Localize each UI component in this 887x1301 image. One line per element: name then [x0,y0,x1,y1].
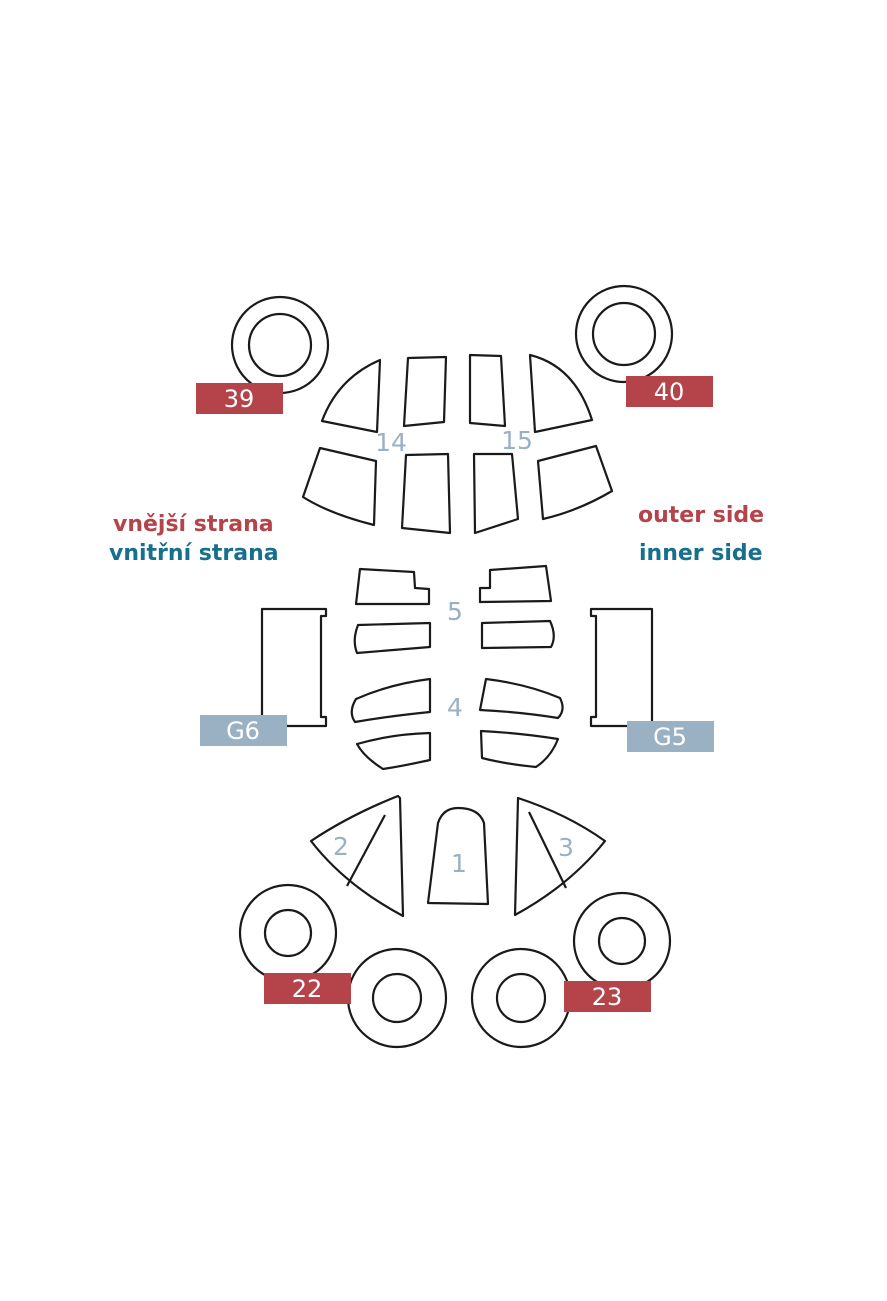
tag-39: 39 [196,383,283,414]
mask-part [480,619,555,650]
mask-frame-g6 [260,607,328,728]
svg-text:G6: G6 [226,717,260,745]
wheel-mask-22b [346,947,448,1049]
legend-outer-cz: vnější strana [113,512,274,537]
tag-22: 22 [264,973,351,1004]
svg-text:23: 23 [592,983,623,1011]
wheel-mask-39 [230,295,330,395]
part-number-1: 1 [451,849,467,878]
tag-g5: G5 [627,721,714,752]
mask-part-1 [426,806,490,906]
part-number-5: 5 [447,597,463,626]
canopy-panel [468,353,507,428]
mask-part [478,677,564,720]
wheel-mask-40 [574,284,674,384]
mask-part [353,621,432,655]
svg-text:39: 39 [224,385,255,413]
svg-text:40: 40 [654,378,685,406]
canopy-panel [320,358,382,434]
svg-text:G5: G5 [653,723,687,751]
mask-part [478,564,553,604]
canopy-panel [472,452,520,535]
mask-part [479,729,560,769]
mask-part [355,731,432,771]
tag-40: 40 [626,376,713,407]
mask-part [350,677,432,724]
wheel-mask-22 [238,883,338,983]
legend-inner-cz: vnitřní strana [109,541,279,566]
mask-group-5 [353,564,555,655]
mask-part [354,567,431,606]
wheel-mask-23 [572,891,672,991]
svg-text:22: 22 [292,975,323,1003]
tag-g6: G6 [200,715,287,746]
part-number-14: 14 [375,428,407,457]
mask-frame-g5 [589,607,654,728]
canopy-panel [400,452,452,535]
part-number-4: 4 [447,693,463,722]
legend-inner-en: inner side [639,541,763,566]
wheel-mask-23b [470,947,572,1049]
canopy-panel [402,355,448,428]
part-number-2: 2 [333,832,349,861]
legend-outer-en: outer side [638,503,765,528]
mask-group-4 [350,677,564,771]
canopy-panel [528,353,594,434]
canopy-masks [301,353,614,535]
part-number-3: 3 [558,833,574,862]
tag-23: 23 [564,981,651,1012]
mask-part-3 [513,796,607,917]
canopy-panel [301,446,378,527]
mask-part-2 [309,794,405,918]
canopy-panel [536,444,614,521]
part-number-15: 15 [501,426,533,455]
